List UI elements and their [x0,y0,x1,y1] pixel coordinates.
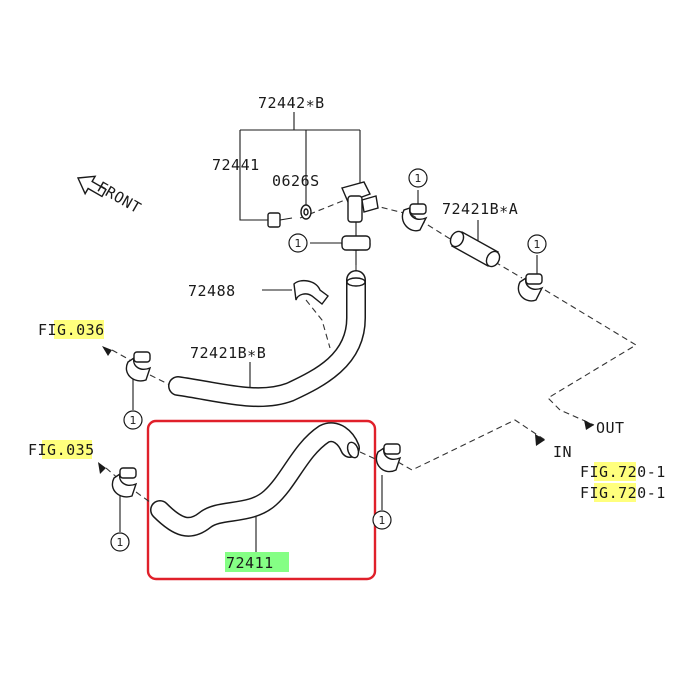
washer-0626s[interactable] [300,204,312,220]
callout-label: 1 [117,536,124,549]
label-72421ba[interactable]: 72421B∗A [442,200,518,218]
clamp-hose-72411[interactable] [375,443,402,473]
clamp-right-a[interactable] [401,203,428,232]
fig720b-highlight [594,483,636,502]
label-front: FRONT [94,178,144,217]
label-72488[interactable]: 72488 [188,282,236,300]
dashed-lines [105,199,638,506]
callout-label: 1 [534,238,541,251]
link-fig035[interactable]: FIG.035 [28,441,95,459]
label-72442b[interactable]: 72442∗B [258,94,325,112]
clip-72488[interactable] [293,279,329,305]
label-out: OUT [596,419,625,437]
hose-72421ba[interactable] [448,229,502,269]
link-fig720-1-b[interactable]: FIG.720-1 [580,484,666,502]
label-0626s[interactable]: 0626S [272,172,320,190]
link-fig720-1-a[interactable]: FIG.720-1 [580,463,666,481]
link-fig036[interactable]: FIG.036 [38,321,105,339]
t-fitting-72442b[interactable] [341,181,379,223]
part-72411-highlight [225,552,289,572]
bolt-72441[interactable] [267,212,293,228]
callout-label: 1 [415,172,422,185]
fig036-highlight [54,320,104,339]
fig720a-highlight [594,462,636,481]
label-72421bb[interactable]: 72421B∗B [190,344,266,362]
hose-72421bb[interactable] [168,270,366,408]
callout-label: 1 [379,514,386,527]
clamp-left-lower[interactable] [111,467,138,498]
clamp-right-b[interactable] [517,273,544,302]
callout-label: 1 [130,414,137,427]
clamp-upper[interactable] [341,222,371,265]
callout-label: 1 [295,237,302,250]
leader-lines [119,112,538,552]
front-arrow-icon [76,175,107,198]
flow-arrows [98,346,594,474]
hose-72411[interactable] [150,422,360,537]
callout-circles: 1 1 1 1 1 1 [110,168,547,552]
label-in: IN [553,443,572,461]
label-72441[interactable]: 72441 [212,156,260,174]
fig035-highlight [42,440,92,459]
clamp-left-upper[interactable] [125,351,152,382]
label-72411[interactable]: 72411 [226,554,274,572]
